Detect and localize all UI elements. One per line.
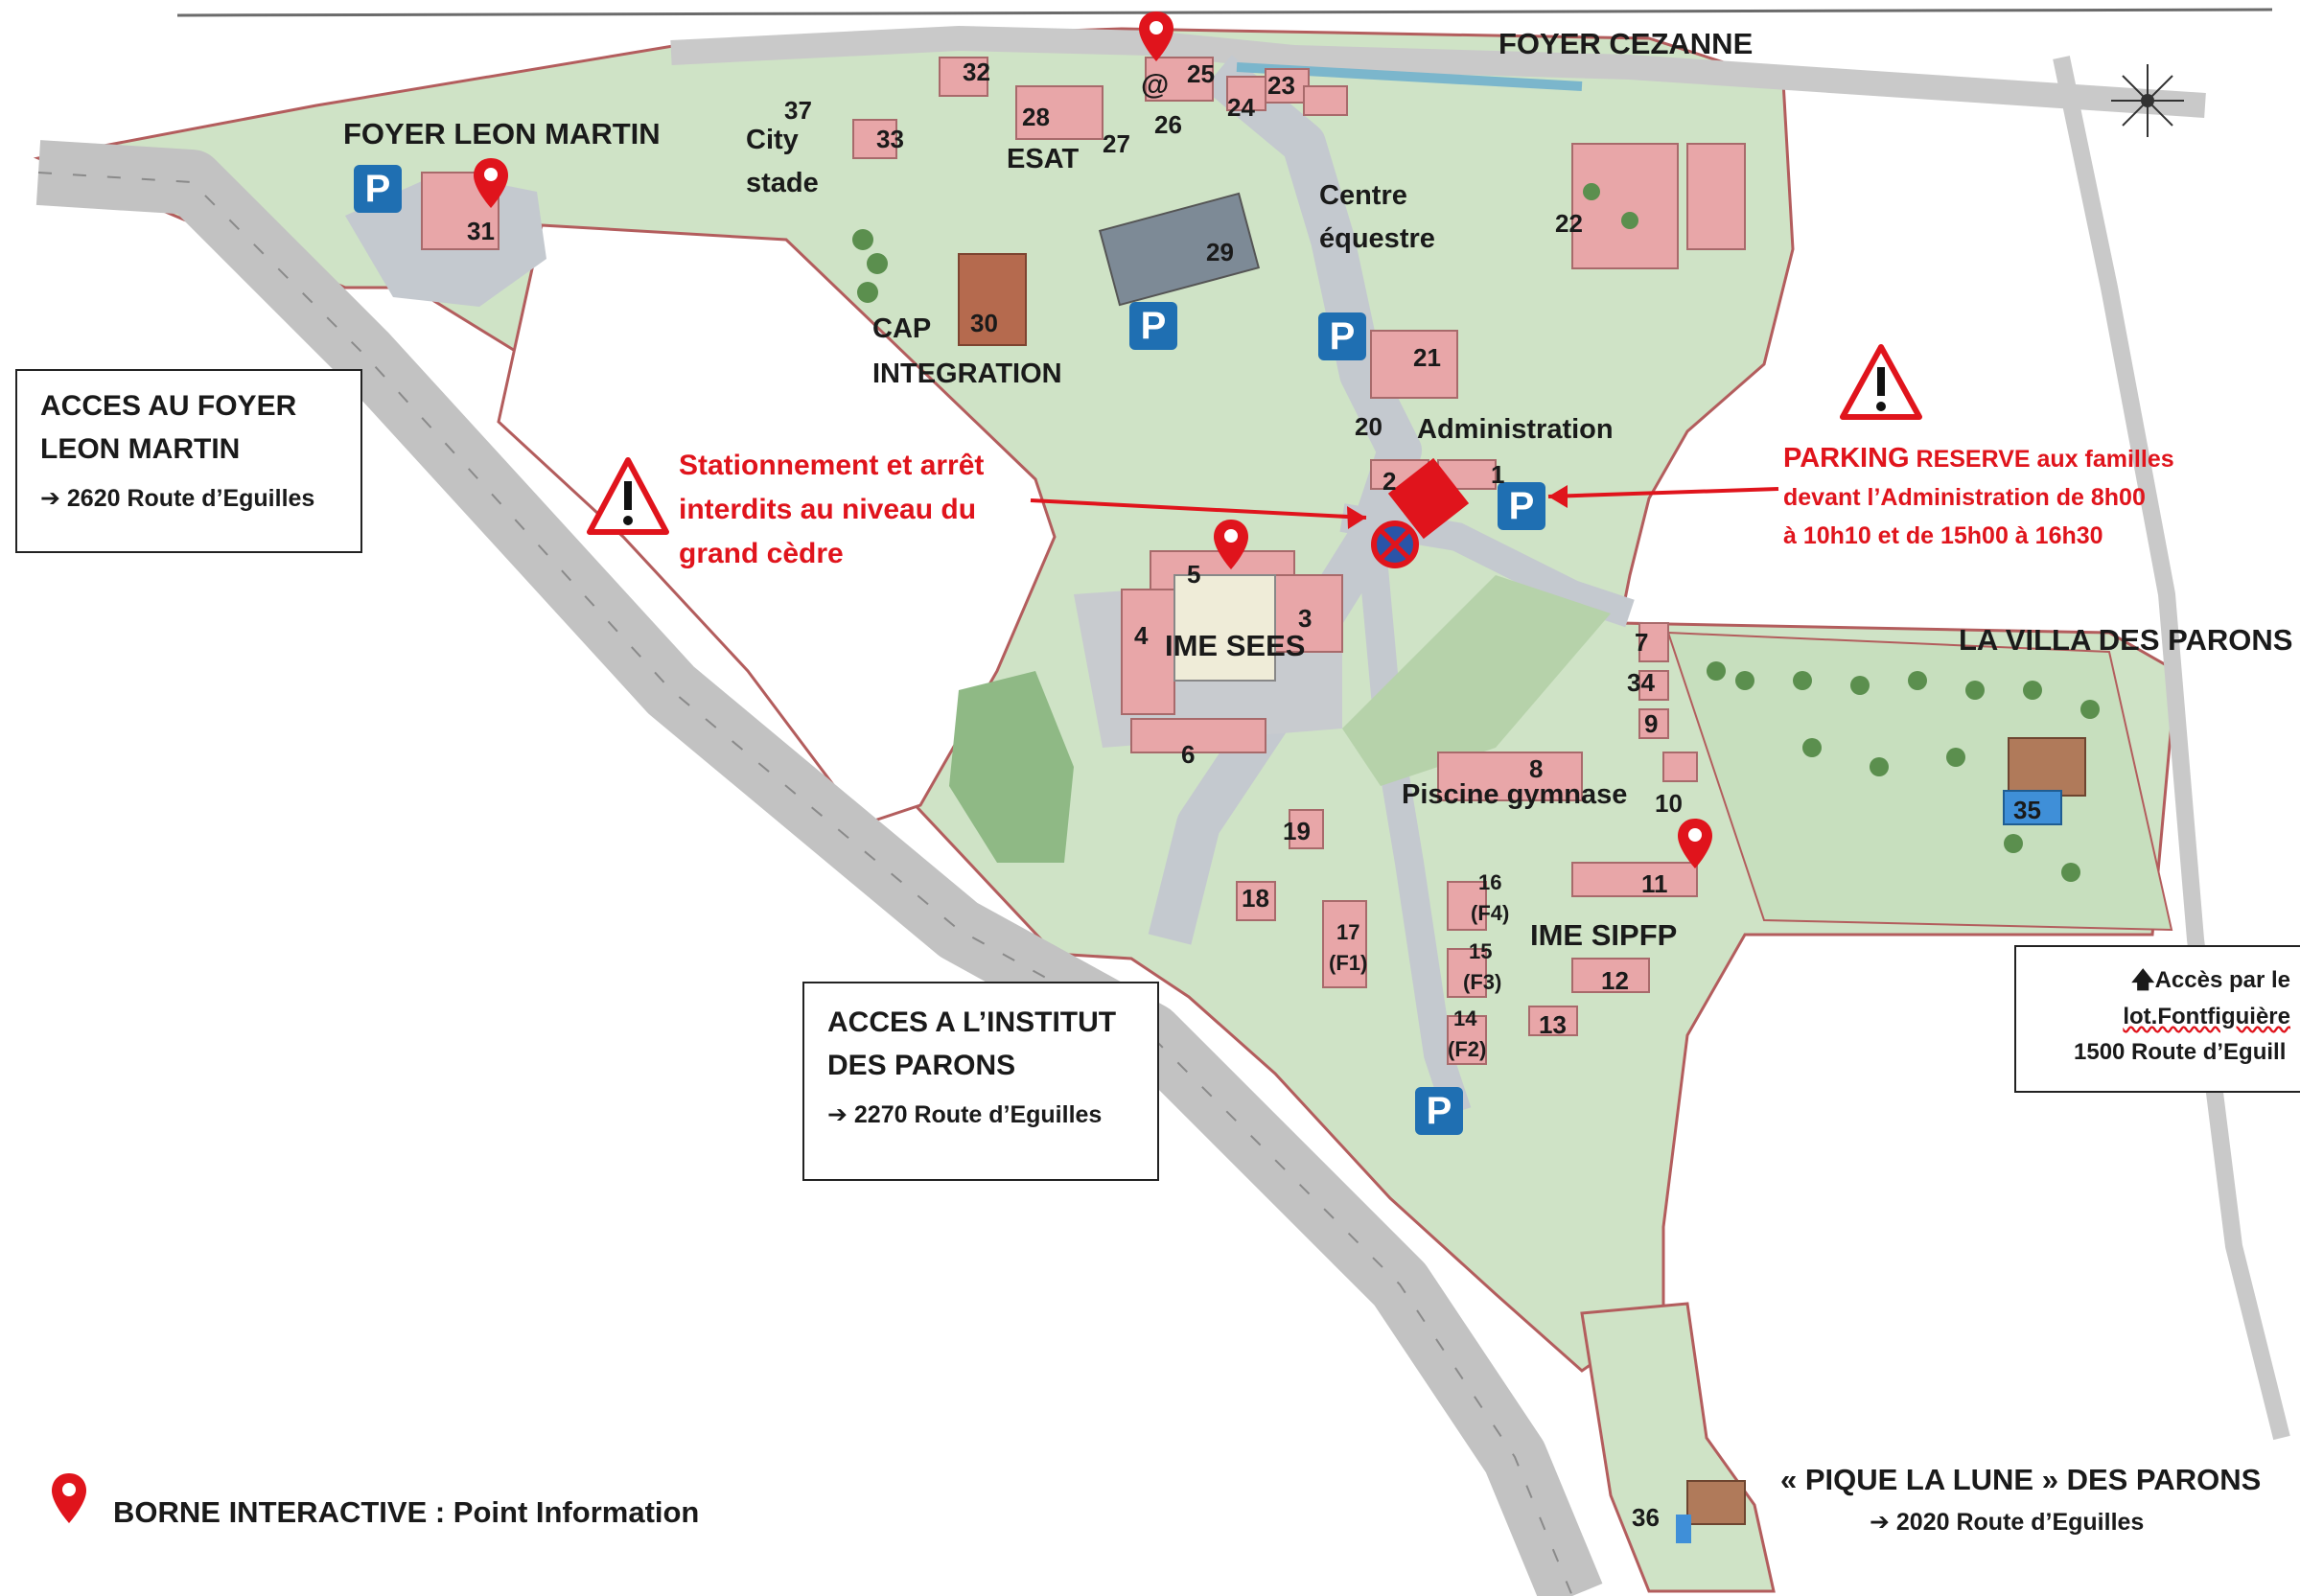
label-stade: stade — [746, 168, 819, 198]
info-pin-icon[interactable] — [1212, 518, 1250, 571]
info-pin-icon[interactable] — [472, 156, 510, 210]
parking-icon: P — [1318, 312, 1366, 360]
pique-la-lune-address: ➔ 2020 Route d’Eguilles — [1870, 1509, 2145, 1536]
building-number: 13 — [1539, 1010, 1567, 1039]
building-number: (F3) — [1463, 970, 1502, 994]
parking-icon: P — [1129, 302, 1177, 350]
building-number: 3 — [1298, 604, 1313, 633]
label-villa-des-parons: LA VILLA DES PARONS — [1959, 623, 2293, 657]
building-number: 28 — [1022, 103, 1050, 131]
label-at-sign: @ — [1141, 69, 1170, 101]
building-number: 6 — [1181, 740, 1196, 769]
label-city: City — [746, 125, 799, 155]
building-number: 30 — [970, 309, 998, 337]
building-number: 7 — [1635, 628, 1649, 657]
label-ime-sipfp: IME SIPFP — [1530, 918, 1678, 952]
compass-rose-icon — [2111, 64, 2184, 137]
warning-icon — [1840, 344, 1922, 420]
warning-cedre-text: Stationnement et arrêt interdits au nive… — [679, 450, 985, 569]
building-number: 36 — [1632, 1503, 1660, 1532]
building-number: 9 — [1644, 709, 1659, 738]
building-number: (F2) — [1448, 1037, 1487, 1061]
building-number: 1 — [1491, 460, 1505, 489]
building-number: 34 — [1627, 668, 1655, 697]
building-number: 33 — [876, 125, 904, 153]
label-foyer-cezanne: FOYER CEZANNE — [1498, 27, 1754, 60]
building-number: 26 — [1154, 110, 1182, 139]
warning-parking-text: PARKING RESERVE aux familles devant l’Ad… — [1783, 443, 2174, 549]
warning-icon — [587, 457, 669, 535]
label-piscine-gymnase: Piscine gymnase — [1402, 779, 1628, 810]
building-number: 18 — [1242, 884, 1269, 913]
building-number: 10 — [1655, 789, 1683, 818]
building-number: 31 — [467, 217, 495, 245]
building-number: 4 — [1134, 621, 1149, 650]
building-number: 19 — [1283, 817, 1311, 845]
building-number: 20 — [1355, 412, 1382, 441]
building-number: 16 — [1478, 870, 1502, 894]
building-number: 5 — [1187, 560, 1201, 589]
building-number: 17 — [1336, 920, 1360, 944]
access-box-institut: ACCES A L’INSTITUT DES PARONS ➔ 2270 Rou… — [802, 982, 1159, 1181]
building-number: (F1) — [1329, 951, 1368, 975]
label-foyer-leon-martin: FOYER LEON MARTIN — [343, 117, 661, 150]
building-number: (F4) — [1471, 901, 1510, 925]
building-number: 14 — [1453, 1006, 1477, 1030]
building-number: 27 — [1103, 129, 1130, 158]
building-number: 22 — [1555, 209, 1583, 238]
building-number: 11 — [1641, 869, 1668, 898]
label-esat: ESAT — [1007, 144, 1080, 174]
building-number: 12 — [1601, 966, 1629, 995]
label-equestre: équestre — [1319, 223, 1435, 254]
building-number: 21 — [1413, 343, 1441, 372]
legend-pin-icon — [52, 1473, 86, 1523]
label-administration: Administration — [1417, 414, 1614, 445]
building-number: 32 — [963, 58, 990, 86]
label-pique-la-lune: « PIQUE LA LUNE » DES PARONS — [1780, 1463, 2262, 1496]
legend-text: BORNE INTERACTIVE : Point Information — [113, 1495, 700, 1529]
building-number: 37 — [784, 96, 812, 125]
label-integration: INTEGRATION — [872, 359, 1062, 389]
parking-icon: P — [1498, 482, 1545, 530]
building-number: 2 — [1382, 467, 1397, 496]
building-number: 15 — [1469, 939, 1493, 963]
parking-icon: P — [354, 165, 402, 213]
label-ime-sees: IME SEES — [1165, 629, 1306, 662]
access-box-foyer-leon-martin: ACCES AU FOYER LEON MARTIN ➔ 2620 Route … — [15, 369, 362, 553]
building-number: 24 — [1227, 93, 1255, 122]
building-number: 25 — [1187, 59, 1215, 88]
building-number: 8 — [1529, 754, 1544, 783]
parking-icon: P — [1415, 1087, 1463, 1135]
building-number: 29 — [1206, 238, 1234, 266]
buildings — [421, 57, 1746, 1065]
info-pin-icon[interactable] — [1676, 817, 1714, 870]
building-number: 35 — [2013, 796, 2041, 824]
label-centre: Centre — [1319, 180, 1407, 211]
building-number: 23 — [1267, 71, 1295, 100]
access-box-fontfiguiere: 🡅Accès par le lot.Fontfiguière 1500 Rout… — [2014, 945, 2300, 1093]
info-pin-icon[interactable] — [1137, 10, 1175, 63]
label-cap: CAP — [872, 313, 932, 344]
